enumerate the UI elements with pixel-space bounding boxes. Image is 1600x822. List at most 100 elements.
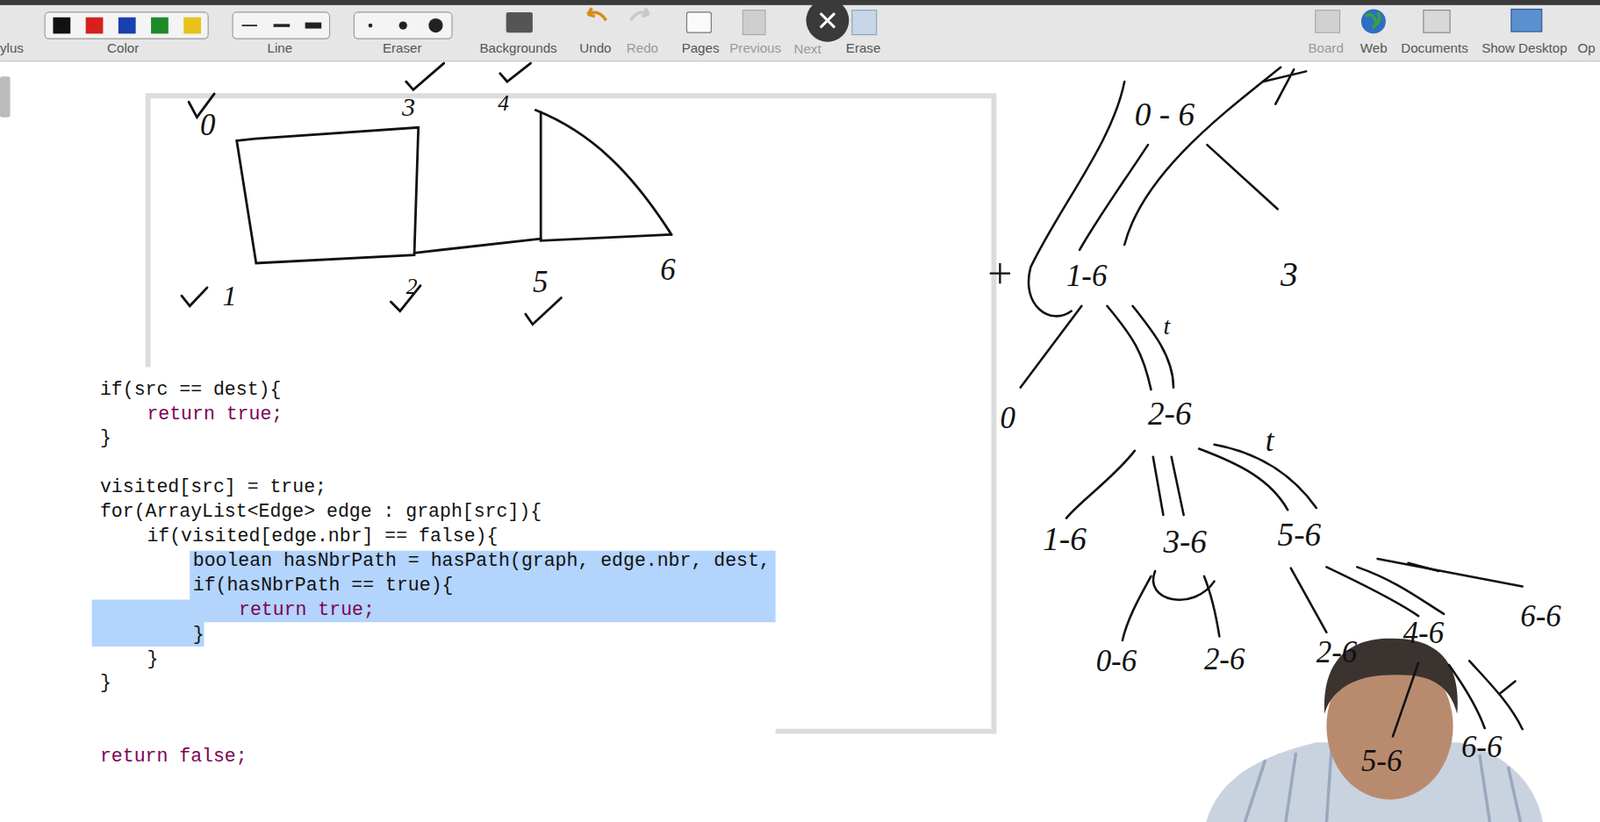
recursion-tree	[1153, 571, 1215, 601]
toolbar	[588, 7, 607, 21]
toolbar	[399, 21, 408, 29]
call-label: 5-6	[1277, 518, 1322, 552]
graph-edges	[236, 110, 672, 264]
presenter-video	[1205, 638, 1543, 822]
toolbar-label: Color	[107, 41, 139, 55]
call-label: 1-6	[1042, 523, 1087, 556]
toolbar-label: Show Desktop	[1481, 41, 1567, 55]
recursion-tree	[1469, 660, 1522, 730]
side-tab	[0, 76, 11, 118]
toolbar	[242, 24, 258, 27]
recursion-tree	[1377, 559, 1523, 587]
call-label: 5-6	[1361, 746, 1402, 778]
recursion-tree	[1028, 81, 1125, 316]
toolbar	[1423, 10, 1450, 34]
graph-edges	[535, 110, 672, 236]
toolbar	[742, 10, 766, 36]
toolbar	[183, 17, 201, 35]
toolbar	[506, 12, 533, 33]
code-line: return false;	[100, 747, 248, 768]
toolbar	[686, 12, 711, 33]
recursion-tree	[1066, 451, 1135, 519]
toolbar-label: Next	[794, 42, 822, 56]
toolbar-label: Web	[1360, 41, 1388, 55]
graph-edges	[540, 112, 672, 241]
call-label: 6-6	[1461, 732, 1502, 764]
code-line: }	[100, 674, 112, 694]
call-label: 3	[1280, 258, 1299, 294]
toolbar	[820, 13, 835, 28]
toolbar	[273, 23, 291, 27]
code-line: }	[146, 650, 158, 670]
toolbar	[1361, 8, 1386, 34]
call-label: 0-6	[1096, 646, 1137, 678]
vertex-number: 3	[401, 93, 416, 121]
call-label: 2-6	[1316, 638, 1357, 669]
cursor-cross	[990, 263, 1011, 284]
toolbar-label: Eraser	[382, 41, 423, 55]
recursion-tree	[1079, 144, 1148, 251]
call-label: 3-6	[1162, 525, 1207, 559]
toolbar	[805, 0, 849, 43]
code-line: if(visited[edge.nbr] == false){	[146, 527, 498, 547]
toolbar	[0, 60, 1600, 62]
code-highlight	[92, 551, 776, 647]
recursion-tree	[1326, 566, 1419, 617]
code-line: return true;	[238, 601, 375, 621]
check-marks	[406, 63, 445, 90]
toolbar	[0, 0, 1600, 62]
return-mark: t	[1265, 426, 1275, 458]
code-line: return true;	[146, 405, 283, 425]
toolbar	[1315, 10, 1341, 34]
recursion-tree	[1171, 457, 1184, 516]
toolbar	[44, 12, 209, 39]
graph-edges	[414, 238, 541, 253]
check-marks	[500, 63, 531, 82]
code-line: }	[193, 625, 205, 646]
toolbar	[232, 12, 330, 39]
recursion-tree	[1392, 663, 1419, 738]
vertex-number: 6	[660, 255, 675, 287]
call-label: 0 - 6	[1134, 98, 1195, 131]
vertex-number: 2	[406, 275, 418, 299]
code-line: boolean hasNbrPath = hasPath(graph, edge…	[193, 552, 771, 572]
recursion-tree	[1153, 457, 1164, 516]
recursion-tree	[1124, 67, 1281, 245]
code-line: visited[src] = true;	[100, 478, 327, 498]
check-marks	[181, 63, 561, 325]
toolbar	[118, 17, 137, 35]
vertex-number: 4	[497, 92, 510, 115]
recursion-tree	[1291, 568, 1328, 633]
recursion-tree	[1356, 566, 1444, 614]
toolbar	[52, 17, 71, 35]
toolbar	[86, 17, 104, 35]
code-line: if(src == dest){	[100, 380, 281, 401]
side-tab	[0, 76, 11, 118]
toolbar	[305, 22, 323, 29]
call-label: 2-6	[1147, 397, 1192, 431]
check-marks	[181, 287, 208, 307]
code-line: for(ArrayList<Edge> edge : graph[src]){	[100, 502, 542, 523]
toolbar	[0, 0, 1600, 62]
recursion-tree	[1262, 69, 1306, 105]
toolbar-label: Erase	[846, 41, 881, 55]
toolbar	[150, 17, 169, 35]
check-marks	[525, 297, 562, 324]
recursion-tree	[1020, 306, 1083, 388]
toolbar-label: Redo	[626, 41, 659, 55]
recursion-tree	[1206, 144, 1278, 209]
recursion-tree	[1499, 681, 1515, 695]
return-mark: t	[1162, 314, 1170, 339]
recursion-tree	[1449, 665, 1486, 729]
toolbar	[1365, 12, 1380, 28]
toolbar	[353, 12, 453, 39]
cursor-cross	[990, 263, 1011, 284]
toolbar	[1511, 8, 1543, 32]
recursion-tree	[1020, 67, 1523, 738]
recursion-tree	[1106, 306, 1151, 390]
toolbar-label: Board	[1307, 41, 1343, 55]
recursion-tree	[1133, 306, 1175, 388]
vertex-number: 1	[222, 281, 237, 311]
code-line: }	[100, 429, 112, 449]
